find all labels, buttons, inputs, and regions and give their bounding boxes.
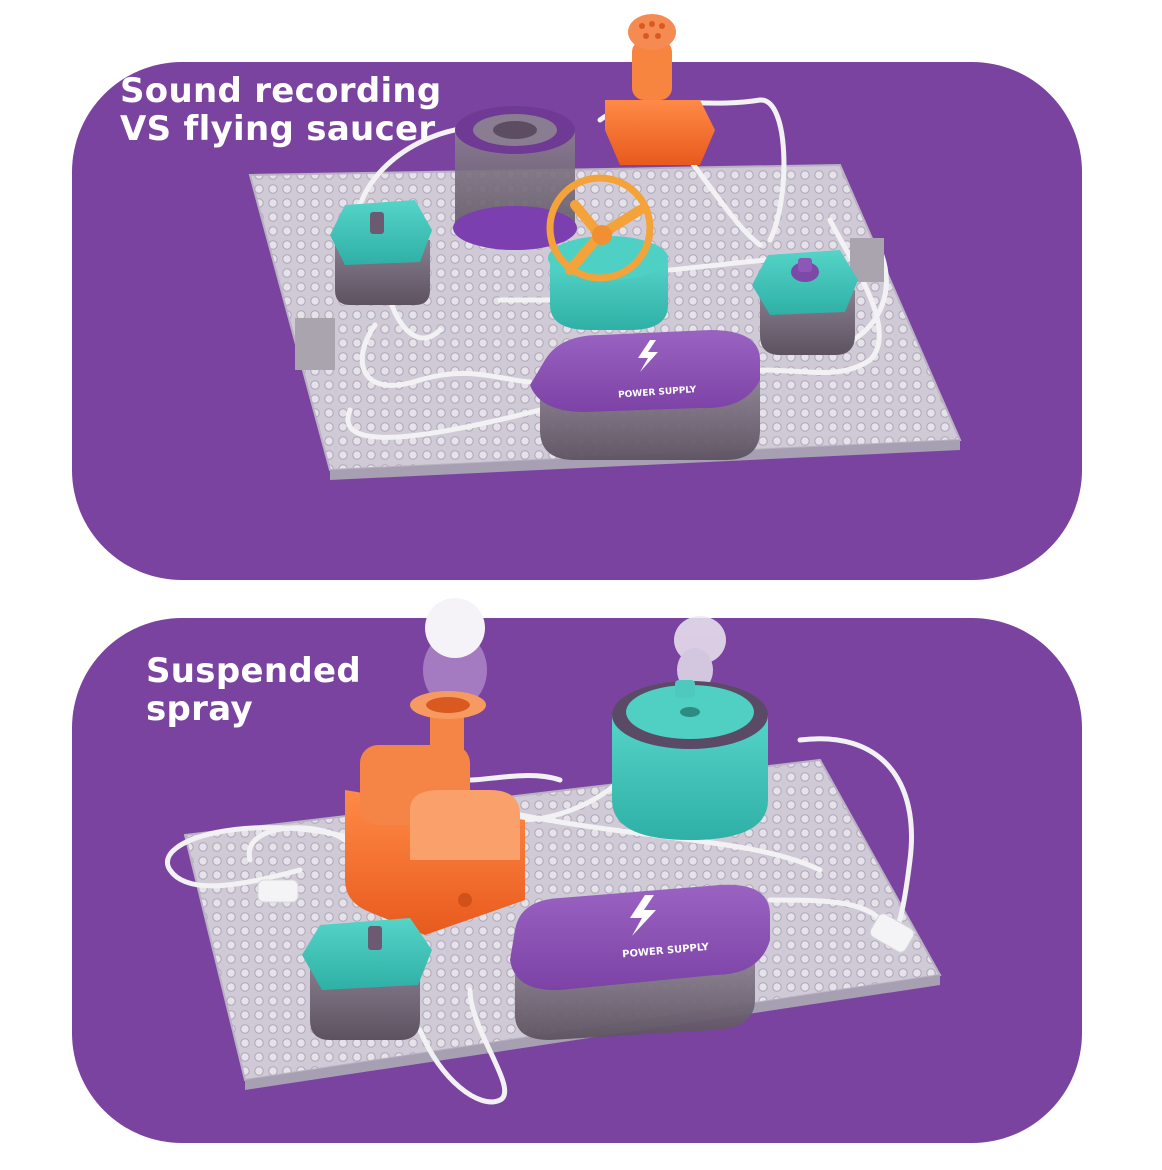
top-plate-clip-right xyxy=(850,238,884,282)
floating-ball xyxy=(423,598,487,708)
bottom-caption-line1: Suspended xyxy=(146,651,361,691)
top-cables xyxy=(345,97,889,440)
top-caption-line2: VS flying saucer xyxy=(120,109,436,149)
power-supply-bottom: POWER SUPPLY xyxy=(510,884,770,1040)
top-plate-clip-left xyxy=(295,318,335,370)
blower-module xyxy=(345,691,525,935)
mist-module xyxy=(612,680,768,840)
bottom-caption-line2: spray xyxy=(146,689,253,729)
knob-module-top xyxy=(752,250,858,355)
top-scene: POWER SUPPLY xyxy=(248,14,962,480)
bottom-caption: Suspended spray xyxy=(146,652,361,728)
top-caption: Sound recording VS flying saucer xyxy=(120,72,442,148)
switch-module-top xyxy=(330,200,432,305)
top-caption-line1: Sound recording xyxy=(120,71,442,111)
speaker-module xyxy=(453,106,577,250)
bottom-scene: POWER SUPPLY xyxy=(165,598,942,1105)
switch-module-bottom xyxy=(302,918,432,1040)
microphone-module xyxy=(605,14,715,165)
bottom-connectors xyxy=(257,879,915,953)
power-supply-top: POWER SUPPLY xyxy=(530,330,760,460)
flying-saucer-module xyxy=(546,174,668,330)
